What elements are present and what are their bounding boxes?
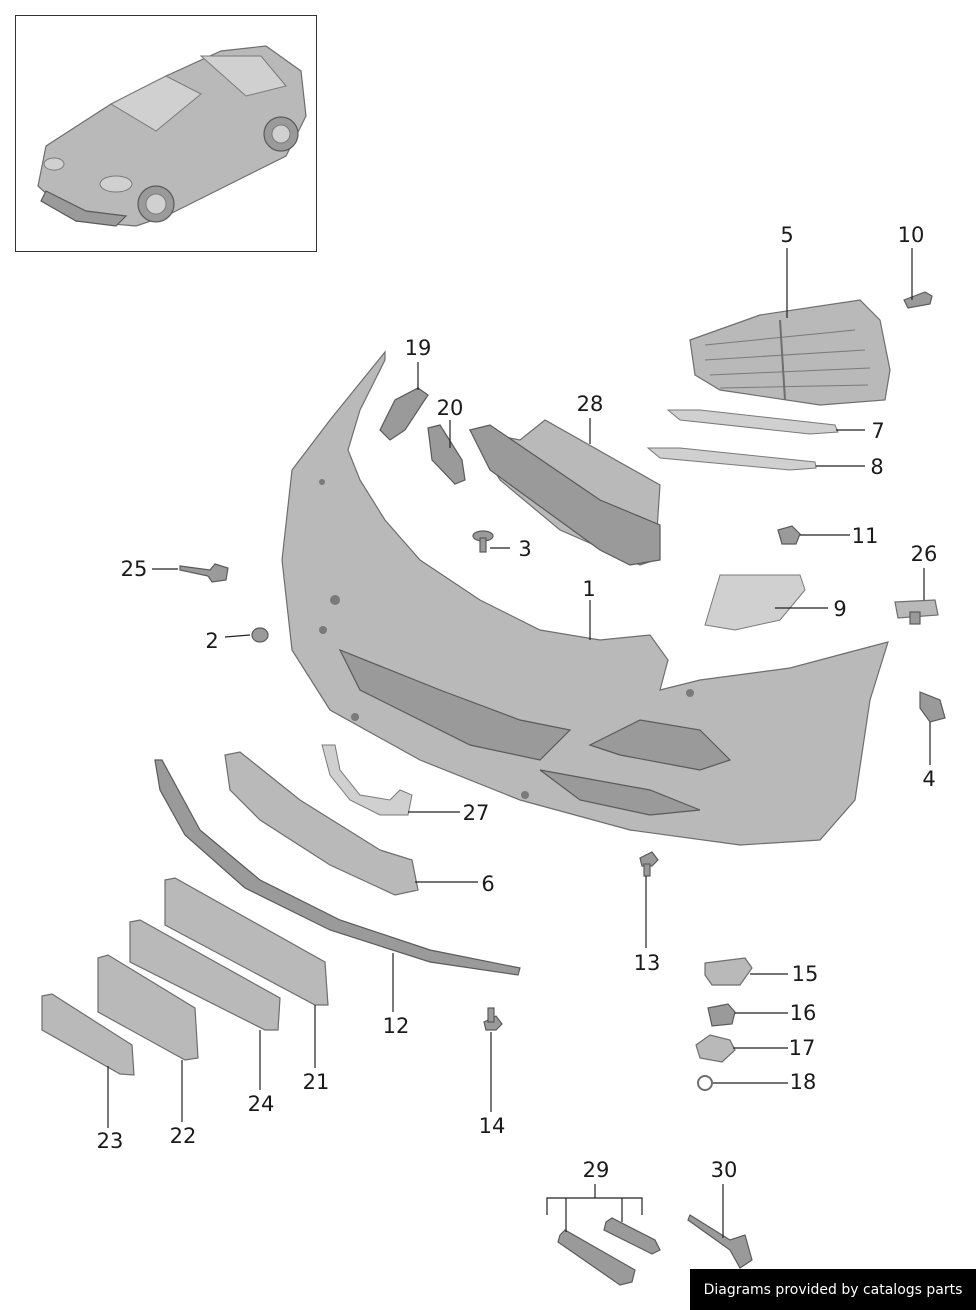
part-15-bracket [704,957,753,986]
part-9-grille-insert [704,574,806,631]
callout-14: 14 [479,1114,506,1138]
callout-4: 4 [922,767,935,791]
callout-labels: 1 2 3 4 5 6 7 8 9 10 11 12 13 14 15 16 1… [97,223,938,1182]
part-14-clip [483,1007,503,1031]
callout-19: 19 [405,336,432,360]
callout-7: 7 [871,419,884,443]
part-10-pin [903,291,933,309]
part-25-sensor [179,563,229,583]
watermark-banner: Diagrams provided by catalogs parts [690,1269,976,1310]
callout-2: 2 [205,629,218,653]
part-27-trim [321,744,413,816]
part-17-holder [695,1034,736,1063]
part-4-bracket [919,691,946,723]
part-26-nut [894,599,939,625]
callout-22: 22 [170,1124,197,1148]
leader-lines [107,248,931,1238]
part-18-ring [697,1075,713,1091]
part-3-screw [472,530,494,553]
part-6-lower-grille [224,751,419,896]
callout-24: 24 [248,1092,275,1116]
callout-3: 3 [518,537,531,561]
callout-13: 13 [634,951,661,975]
part-1-bumper-cover [281,350,889,846]
callout-20: 20 [437,396,464,420]
callout-10: 10 [898,223,925,247]
part-21-plate [164,877,329,1006]
callout-11: 11 [852,524,879,548]
callout-21: 21 [303,1070,330,1094]
part-2-plug [251,627,269,643]
part-29-adhesive-tubes [557,1217,661,1286]
callout-17: 17 [789,1036,816,1060]
part-23-plate [41,993,135,1076]
part-30-cartridge-gun [687,1214,753,1269]
callout-15: 15 [792,962,819,986]
vehicle-thumbnail [37,45,307,227]
part-12-lip-spoiler [154,759,521,976]
callout-18: 18 [790,1070,817,1094]
callout-8: 8 [870,455,883,479]
part-20-bracket [427,424,466,485]
part-19-bracket [379,387,429,441]
callout-30: 30 [711,1158,738,1182]
part-5-grille [689,299,891,406]
callout-5: 5 [780,223,793,247]
part-24-plate [129,919,281,1031]
callout-27: 27 [463,801,490,825]
callout-16: 16 [790,1001,817,1025]
callout-26: 26 [911,542,938,566]
callout-23: 23 [97,1129,124,1153]
callout-28: 28 [577,392,604,416]
callout-9: 9 [833,597,846,621]
part-16-sensor [707,1003,736,1027]
callout-29: 29 [583,1158,610,1182]
callout-25: 25 [121,557,148,581]
part-28-air-duct [468,419,661,566]
part-22-plate [97,954,199,1061]
part-11-clip [777,525,801,545]
part-7-trim-strip [666,409,839,435]
callout-12: 12 [383,1014,410,1038]
callout-1: 1 [582,577,595,601]
part-13-clip [639,851,659,877]
part-8-trim-strip [646,447,817,471]
vehicle-thumbnail-frame [15,15,317,252]
callout-6: 6 [481,872,494,896]
